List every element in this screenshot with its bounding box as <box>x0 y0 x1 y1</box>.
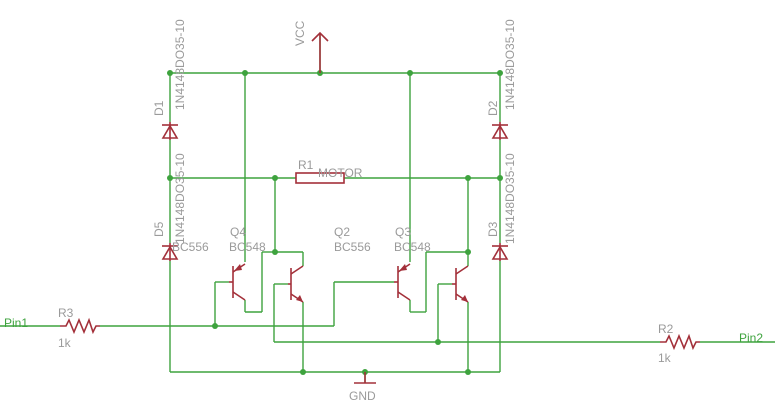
d2-value: 1N4148DO35-10 <box>503 19 517 110</box>
gnd-symbol: GND <box>349 372 376 403</box>
r2-value: 1k <box>658 351 672 365</box>
resistor-r2[interactable]: R2 1k <box>658 322 700 365</box>
q4-name: Q4 <box>230 225 246 239</box>
diode-d2[interactable]: D2 1N4148DO35-10 <box>486 19 517 140</box>
pin2-label: Pin2 <box>739 331 763 345</box>
resistor-r1[interactable]: R1 MOTOR <box>295 158 363 184</box>
r1-name: R1 <box>298 158 314 172</box>
d5-name: D5 <box>152 221 166 237</box>
r3-value: 1k <box>58 336 72 350</box>
d2-name: D2 <box>486 100 500 116</box>
d3-value: 1N4148DO35-10 <box>503 153 517 244</box>
q4-value: BC556 <box>172 240 209 254</box>
diode-d5[interactable]: D5 1N4148DO35-10 <box>152 153 187 261</box>
r3-name: R3 <box>58 306 74 320</box>
q2-value: BC556 <box>334 240 371 254</box>
transistor-q2[interactable]: Q2 BC556 <box>334 225 469 303</box>
gnd-label: GND <box>349 389 376 403</box>
vcc-label: VCC <box>293 20 307 46</box>
d3-name: D3 <box>486 221 500 237</box>
d5-value: 1N4148DO35-10 <box>173 153 187 244</box>
q1-value: BC548 <box>229 240 266 254</box>
wires <box>0 33 775 383</box>
diode-d1[interactable]: D1 1N4148DO35-10 <box>152 19 187 140</box>
d1-value: 1N4148DO35-10 <box>173 19 187 110</box>
junctions <box>167 70 503 375</box>
transistor-q3[interactable]: Q3 BC548 <box>394 225 431 301</box>
r2-name: R2 <box>658 322 674 336</box>
vcc-symbol: VCC <box>293 20 329 73</box>
q3-name: Q3 <box>395 225 411 239</box>
resistor-r3[interactable]: R3 1k <box>58 306 100 350</box>
q3-value: BC548 <box>394 240 431 254</box>
d1-name: D1 <box>152 100 166 116</box>
transistor-q1[interactable]: BC548 <box>229 240 304 303</box>
r1-value: MOTOR <box>318 166 363 180</box>
transistor-q4[interactable]: Q4 BC556 <box>172 225 246 301</box>
q2-name: Q2 <box>334 225 350 239</box>
pin1-label: Pin1 <box>4 316 28 330</box>
diode-d3[interactable]: D3 1N4148DO35-10 <box>486 153 517 261</box>
